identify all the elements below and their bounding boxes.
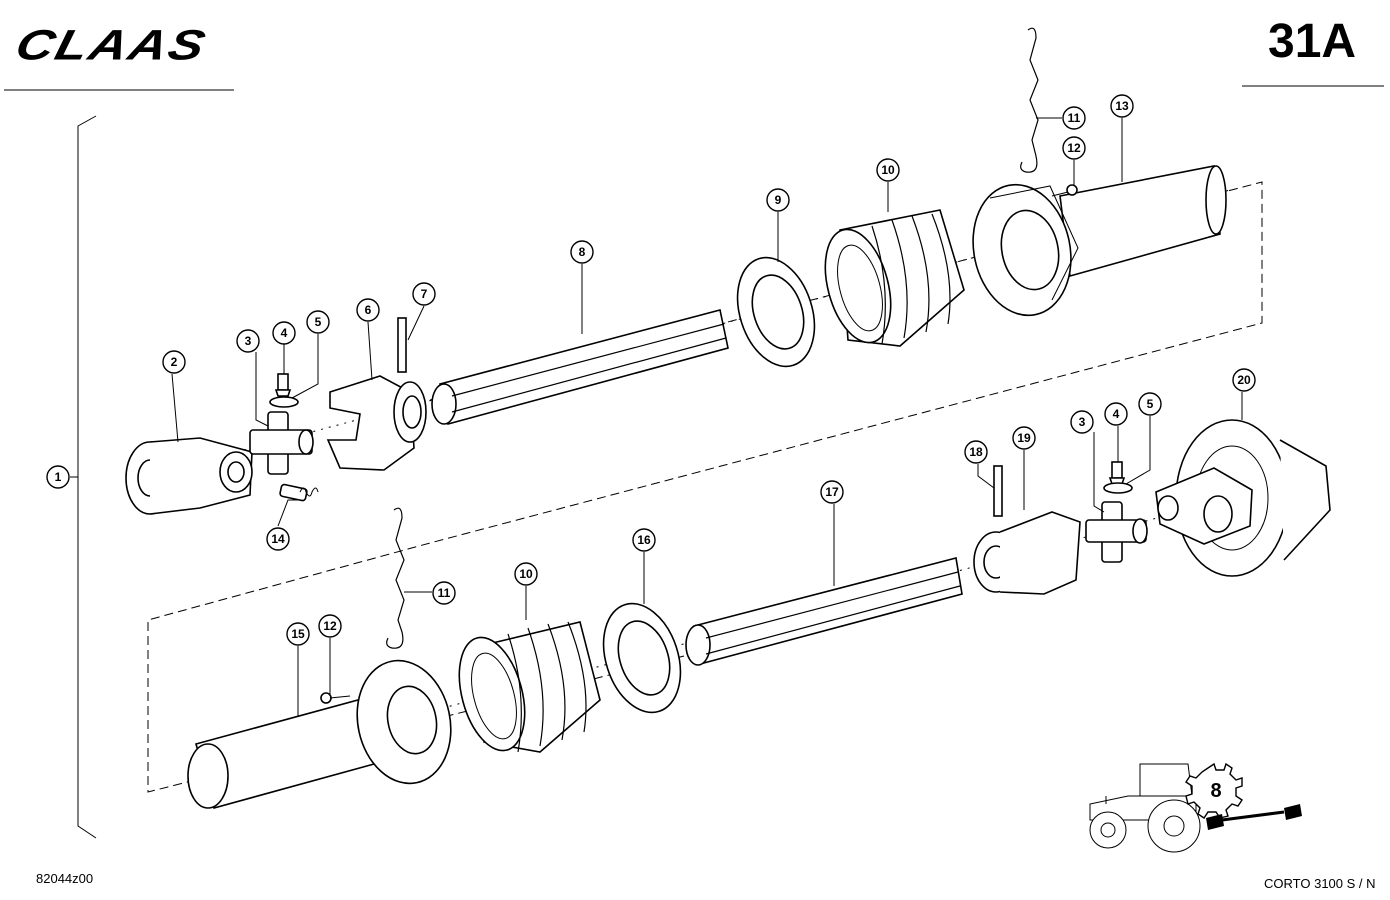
part-11-chain-upper <box>1020 27 1039 173</box>
part-9-guard-ring <box>736 256 816 368</box>
svg-text:13: 13 <box>1115 99 1129 113</box>
part-17-profile-tube <box>685 557 963 666</box>
part-12-screw-lower <box>320 692 351 704</box>
part-14-pin-spring <box>279 483 319 502</box>
callout-6: 6 <box>356 298 380 322</box>
svg-text:3: 3 <box>245 334 252 348</box>
callout-10: 10 <box>876 158 900 182</box>
part-2-yoke <box>125 437 253 515</box>
callout-15: 15 <box>286 622 310 646</box>
svg-text:10: 10 <box>881 163 895 177</box>
svg-text:18: 18 <box>969 445 983 459</box>
svg-text:8: 8 <box>579 245 586 259</box>
callout-5-lower: 5 <box>1138 392 1162 416</box>
callout-17: 17 <box>820 480 844 504</box>
svg-text:9: 9 <box>775 193 782 207</box>
cut-boundary-dashed <box>147 181 1263 793</box>
svg-text:12: 12 <box>1067 141 1081 155</box>
pto-shaft-icon <box>1206 804 1302 830</box>
svg-text:6: 6 <box>365 303 372 317</box>
callout-3-lower: 3 <box>1070 410 1094 434</box>
callout-3: 3 <box>236 329 260 353</box>
callout-10-lower: 10 <box>514 562 538 586</box>
svg-text:5: 5 <box>315 315 322 329</box>
part-4-grease-nipple-lower <box>1108 461 1126 485</box>
callout-8: 8 <box>570 240 594 264</box>
callout-18: 18 <box>964 440 988 464</box>
gear-icon: 8 <box>1185 762 1243 819</box>
part-3-cross <box>249 411 314 475</box>
callout-13: 13 <box>1110 94 1134 118</box>
svg-text:15: 15 <box>291 627 305 641</box>
callout-1: 1 <box>46 465 70 489</box>
callout-20: 20 <box>1232 368 1256 392</box>
callout-19: 19 <box>1012 426 1036 450</box>
part-5-circlip <box>269 396 299 408</box>
svg-text:5: 5 <box>1147 397 1154 411</box>
callout-11-lower: 11 <box>432 581 456 605</box>
callout-5: 5 <box>306 310 330 334</box>
part-18-spring-pin <box>993 465 1003 517</box>
model-label: CORTO 3100 S / N <box>1264 876 1376 891</box>
svg-text:12: 12 <box>323 619 337 633</box>
part-6-inner-yoke <box>326 375 427 471</box>
callout-11: 11 <box>1062 106 1086 130</box>
leader-lines <box>171 117 1243 716</box>
callout-16: 16 <box>632 528 656 552</box>
callout-4-lower: 4 <box>1104 402 1128 426</box>
svg-text:20: 20 <box>1237 373 1251 387</box>
document-id: 82044z00 <box>36 871 94 886</box>
part-20-flange-yoke <box>1155 419 1331 577</box>
part-16-guard-ring <box>602 602 682 714</box>
part-5-circlip-lower <box>1103 482 1133 494</box>
svg-text:4: 4 <box>1113 407 1120 421</box>
part-15-outer-guard-tube <box>187 659 452 809</box>
part-10-bellows-lower <box>458 621 601 753</box>
part-13-outer-guard-tube <box>972 165 1227 317</box>
part-7-spring-pin <box>397 317 407 373</box>
svg-text:8: 8 <box>1210 780 1221 802</box>
svg-text:19: 19 <box>1017 431 1031 445</box>
part-11-chain-lower <box>386 507 405 649</box>
svg-text:10: 10 <box>519 567 533 581</box>
part-12-screw-upper <box>1051 184 1078 197</box>
svg-text:17: 17 <box>825 485 839 499</box>
page-number: 31A <box>1268 15 1357 68</box>
part-10-bellows-upper <box>824 209 965 347</box>
callout-7: 7 <box>412 282 436 306</box>
callout-12-lower: 12 <box>318 614 342 638</box>
part-3-cross-lower <box>1085 501 1148 563</box>
part-19-inner-yoke <box>973 511 1081 595</box>
callout-2: 2 <box>162 350 186 374</box>
part-4-grease-nipple <box>274 373 292 397</box>
svg-text:16: 16 <box>637 533 651 547</box>
svg-text:7: 7 <box>421 287 428 301</box>
svg-text:4: 4 <box>281 326 288 340</box>
callout-12: 12 <box>1062 136 1086 160</box>
svg-text:11: 11 <box>438 586 451 600</box>
callout-14: 14 <box>266 527 290 551</box>
part-8-profile-tube <box>431 309 729 425</box>
svg-text:1: 1 <box>55 470 62 484</box>
svg-text:11: 11 <box>1068 111 1081 125</box>
svg-text:14: 14 <box>271 532 285 546</box>
callout-4: 4 <box>272 321 296 345</box>
svg-text:2: 2 <box>171 355 178 369</box>
svg-text:3: 3 <box>1079 415 1086 429</box>
tractor-icon <box>1089 763 1201 853</box>
assembly-bracket <box>77 115 97 839</box>
callout-9: 9 <box>766 188 790 212</box>
